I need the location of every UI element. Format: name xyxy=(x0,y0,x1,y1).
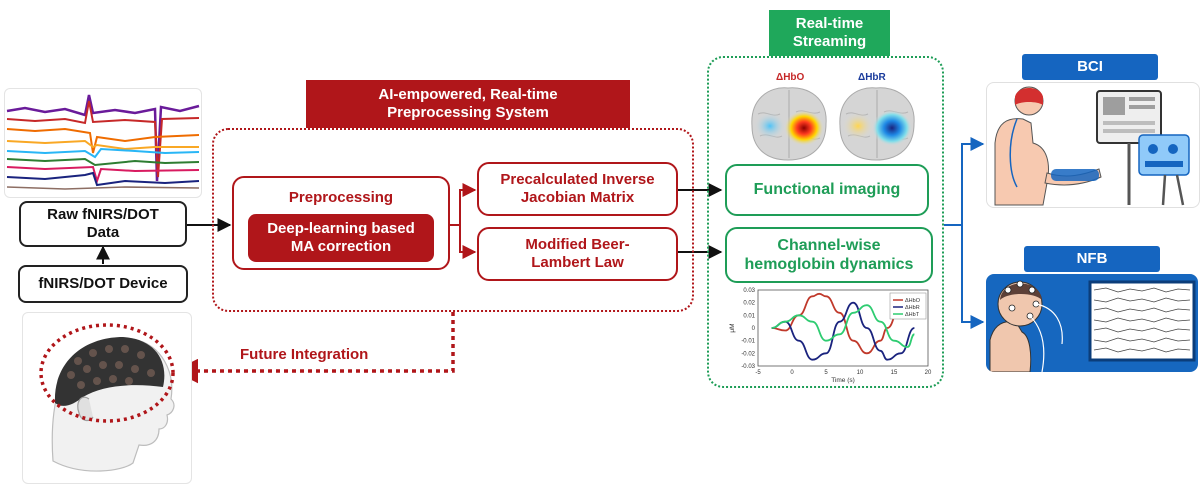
arrow-to-nfb xyxy=(961,225,985,329)
nfb-drawing xyxy=(989,280,1196,372)
x-tick-label: 20 xyxy=(925,370,932,376)
preprocessing-box: Preprocessing Deep-learning based MA cor… xyxy=(232,176,450,270)
arrow-future-integration xyxy=(173,312,455,384)
nfb-label-box: NFB xyxy=(1024,246,1160,272)
x-tick-label: 0 xyxy=(790,370,794,376)
x-tick-label: 5 xyxy=(824,370,828,376)
hbo-label: ΔHbO xyxy=(776,72,805,83)
bci-illustration xyxy=(986,82,1200,208)
y-tick-label: 0 xyxy=(752,326,756,332)
y-tick-label: -0.02 xyxy=(741,351,755,357)
legend-label: ΔHbR xyxy=(905,305,920,311)
jacobian-box: Precalculated Inverse Jacobian Matrix xyxy=(477,162,678,216)
arrow-to-bci xyxy=(944,137,985,226)
brain-map-images xyxy=(751,87,915,161)
preprocessing-system-frame xyxy=(212,128,694,312)
nfb-illustration xyxy=(986,274,1198,372)
y-tick-label: -0.01 xyxy=(741,339,755,345)
x-axis-label: Time (s) xyxy=(831,377,855,384)
channel-wise-box: Channel-wise hemoglobin dynamics xyxy=(725,227,933,283)
series-line xyxy=(771,301,915,361)
bci-label-box: BCI xyxy=(1022,54,1158,80)
head-illustration xyxy=(22,312,192,484)
x-tick-label: -5 xyxy=(755,370,761,376)
streaming-title: Real-time Streaming xyxy=(769,10,890,56)
brain-maps: ΔHbO ΔHbR xyxy=(746,70,926,162)
beer-lambert-box: Modified Beer-Lambert Law xyxy=(477,227,678,281)
x-tick-label: 15 xyxy=(891,370,898,376)
ma-correction-box: Deep-learning based MA correction xyxy=(248,214,434,262)
arrow-fork-bottom xyxy=(459,225,477,259)
bci-drawing xyxy=(994,86,1190,206)
raw-signal-traces xyxy=(6,94,200,190)
y-tick-label: 0.01 xyxy=(743,313,755,319)
legend-label: ΔHbO xyxy=(905,298,921,304)
y-axis-label: μM xyxy=(729,323,736,332)
functional-imaging-box: Functional imaging xyxy=(725,164,929,216)
hbr-label: ΔHbR xyxy=(858,72,886,83)
raw-data-box: Raw fNIRS/DOT Data xyxy=(19,201,187,247)
streaming-frame xyxy=(707,56,944,388)
raw-signal-panel xyxy=(4,88,202,198)
preprocessing-system-title: AI-empowered, Real-time Preprocessing Sy… xyxy=(306,80,630,128)
head-drawing xyxy=(39,323,175,472)
legend-label: ΔHbT xyxy=(905,312,920,318)
preprocessing-label: Preprocessing xyxy=(288,189,394,206)
hemoglobin-chart: -5 0 5 10 15 20 0.03 0.02 0.01 0 -0.01 -0.02 -0.03Ti… xyxy=(729,288,932,384)
x-tick-label: 10 xyxy=(857,370,864,376)
arrow-fork-top xyxy=(450,183,477,226)
series-line xyxy=(771,304,915,348)
y-tick-label: 0.03 xyxy=(743,288,755,294)
future-integration-label: Future Integration xyxy=(240,346,369,363)
y-tick-label: -0.03 xyxy=(741,364,755,370)
device-box: fNIRS/DOT Device xyxy=(18,265,188,303)
y-tick-label: 0.02 xyxy=(743,301,755,307)
